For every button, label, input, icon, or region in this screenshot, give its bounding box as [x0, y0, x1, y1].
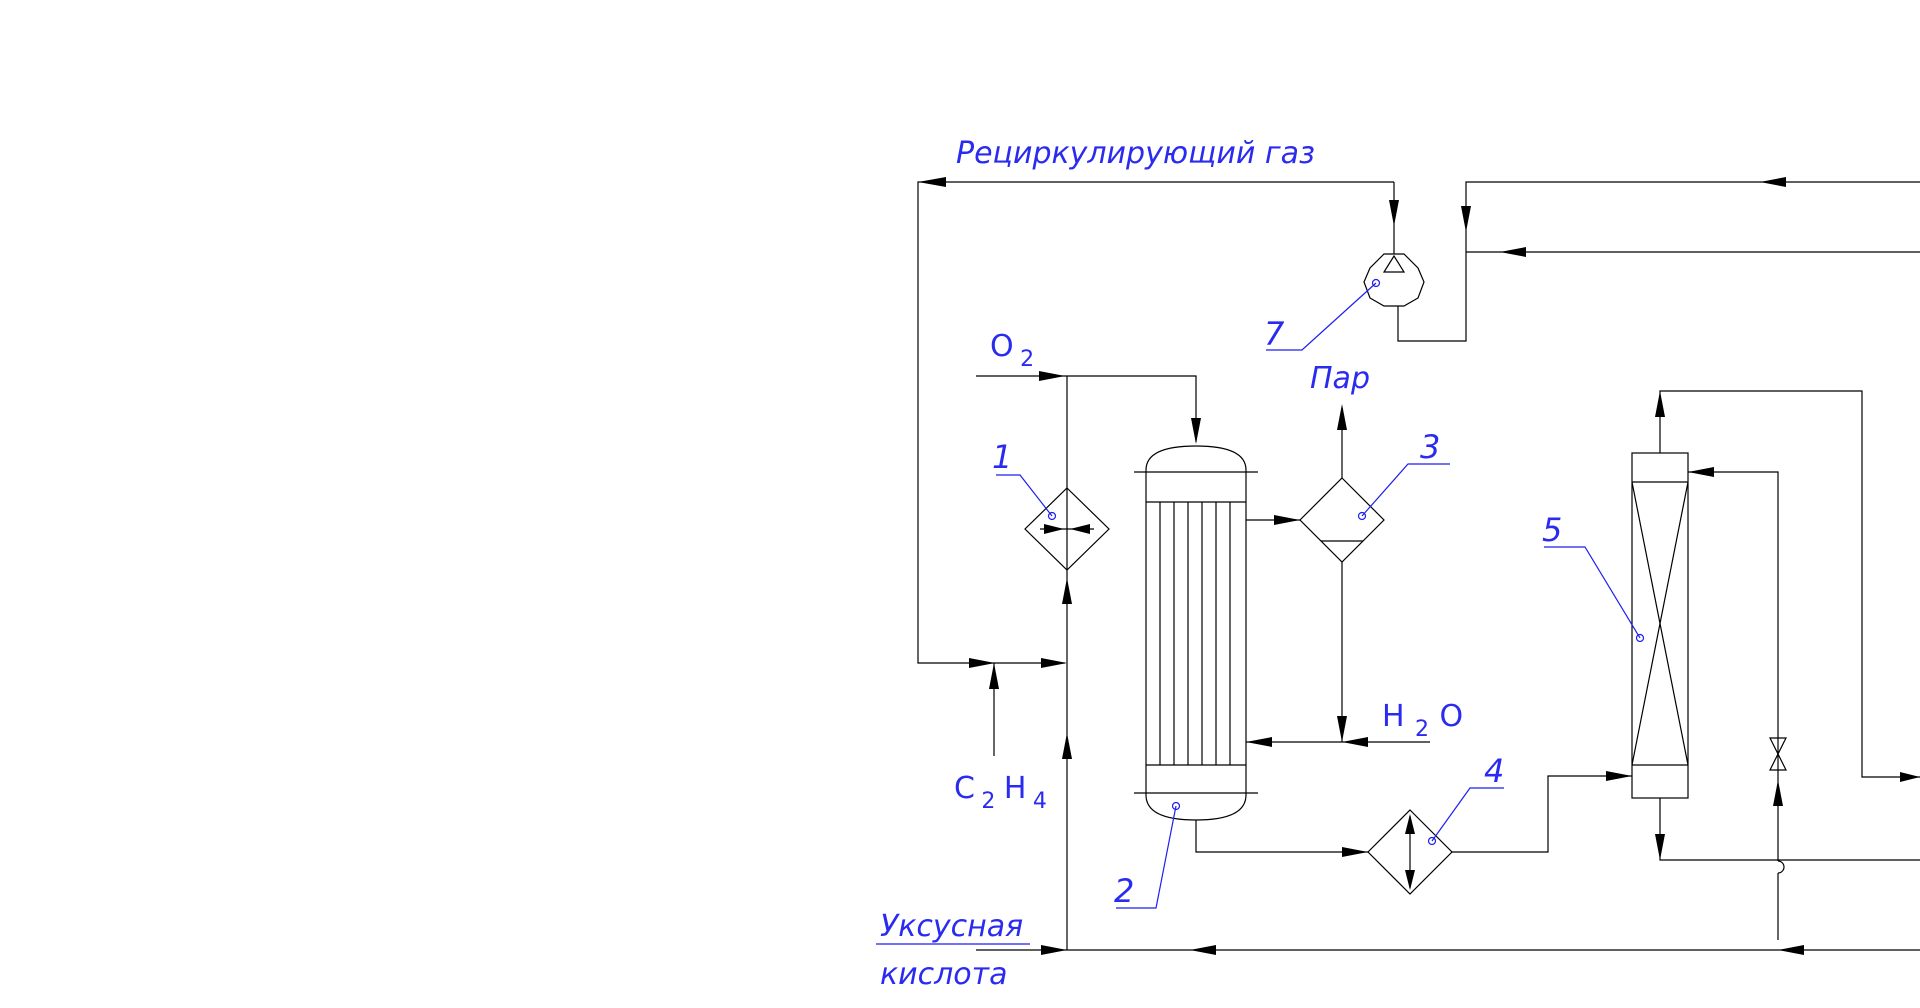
- absorber-5: [1631, 452, 1689, 799]
- equipment-number-7: 7: [1264, 315, 1285, 353]
- water-label: H 2 O: [1382, 699, 1463, 742]
- reactor-2: [1134, 445, 1258, 821]
- recycle-arrow-top: [918, 177, 946, 187]
- heater-1: [1024, 487, 1110, 571]
- equipment-number-2: 2: [1114, 872, 1134, 910]
- acetic-acid-label-line1: Уксусная: [880, 909, 1023, 944]
- leader-1: [996, 474, 1053, 517]
- water-line: [1246, 562, 1430, 747]
- ethylene-arrow: [989, 663, 999, 689]
- steam-label: Пар: [1310, 361, 1370, 396]
- equipment-number-4: 4: [1484, 752, 1504, 790]
- absorber-overhead-line: [1655, 390, 1920, 782]
- return-gas-lines: [1397, 177, 1920, 342]
- cooler-to-absorber-line: [1452, 771, 1632, 853]
- recycle-gas-line: [917, 177, 1399, 668]
- heater-inlet-arrow: [1062, 578, 1072, 604]
- recycle-merge-arrow: [969, 658, 995, 668]
- boiler-3: [1299, 477, 1385, 563]
- recycle-to-heater-arrow: [1041, 658, 1067, 668]
- steam-line: [1337, 404, 1347, 478]
- reactor-to-cooler-line: [1195, 820, 1368, 857]
- absorber-bottoms-line: [1655, 798, 1920, 861]
- recycle-gas-label: Рециркулирующий газ: [956, 136, 1315, 171]
- leader-3: [1361, 463, 1450, 517]
- acetic-acid-line: [976, 945, 1920, 955]
- leader-4: [1431, 787, 1504, 842]
- compressor-7: [1363, 253, 1425, 307]
- leader-2: [1116, 805, 1177, 909]
- oxygen-line: [976, 371, 1201, 444]
- equipment-number-3: 3: [1420, 428, 1440, 466]
- equipment-number-1: 1: [992, 438, 1012, 476]
- leader-7: [1266, 282, 1377, 351]
- leader-5: [1544, 546, 1641, 639]
- acetic-acid-label-line2: кислота: [880, 957, 1008, 992]
- reactor-to-boiler-line: [1246, 515, 1300, 525]
- compressor-discharge-arrow: [1389, 200, 1399, 226]
- acid-riser-arrow: [1062, 733, 1072, 759]
- equipment-number-5: 5: [1542, 511, 1562, 549]
- cooler-4: [1367, 809, 1453, 895]
- ethylene-label: C 2 H 4: [954, 771, 1047, 814]
- oxygen-label: O 2: [990, 329, 1034, 372]
- absorber-liquid-inlet: [1688, 467, 1787, 940]
